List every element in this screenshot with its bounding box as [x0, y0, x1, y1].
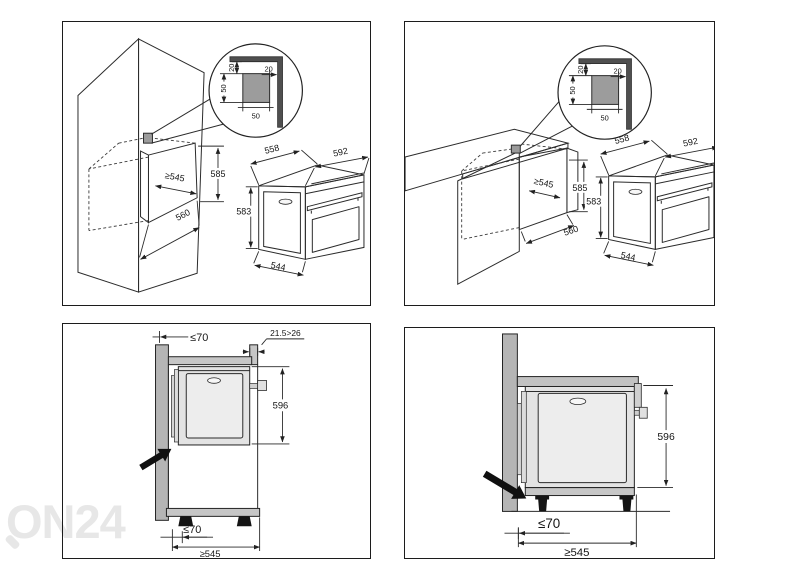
door-glass-window [661, 196, 710, 243]
dim-niche-height: 585 [572, 183, 587, 193]
dim-oven-base-depth: 544 [620, 250, 637, 263]
cabinet-foot [178, 516, 194, 527]
oven-isometric: 558 592 583 544 [584, 133, 714, 267]
panel-tall-cabinet-niche: ≥545 585 560 20 20 [62, 21, 371, 306]
tall-cabinet-column [77, 37, 205, 293]
front-side-panel [155, 344, 169, 521]
door-handle-bar [306, 192, 363, 212]
dim-niche-depth: 560 [562, 224, 579, 238]
dim-bottom-clearance: ≤70 [538, 516, 560, 531]
corner-bracket-profile [229, 56, 283, 128]
under-counter-drawing: ≥545 585 560 20 [405, 45, 714, 285]
dim-niche-depth: 560 [174, 207, 192, 223]
dim-inset-gap-top: 20 [227, 64, 236, 72]
side-vent-slot [569, 397, 587, 406]
side-view-tall-drawing: ≤70 21.5>26 596 ≤70 ≥545 [139, 328, 305, 558]
door-handle-bar [656, 182, 713, 202]
oven-base [524, 487, 635, 497]
oven-isometric: 558 592 583 544 [234, 143, 370, 277]
dim-niche-width: ≥545 [164, 170, 185, 183]
niche-dimensions: ≥545 585 560 [139, 145, 228, 260]
dim-niche-width: ≥545 [533, 176, 554, 190]
oven-foot [538, 499, 548, 512]
oven-side-panel [185, 373, 244, 439]
control-panel-line [305, 181, 365, 195]
mounting-block [591, 75, 620, 105]
corner-bracket-location-marker [510, 144, 521, 154]
dim-inset-gap-top: 20 [576, 66, 585, 74]
dim-top-clearance: ≤70 [190, 332, 208, 344]
side-vent-slot [207, 377, 221, 384]
cabinet-foot [236, 516, 252, 527]
door-edge [520, 391, 527, 484]
rear-connection-knob [257, 380, 267, 391]
cabinet-base [165, 507, 261, 517]
panel-side-view-tall-unit: ≤70 21.5>26 596 ≤70 ≥545 [62, 323, 371, 559]
oven-side-seam [613, 181, 651, 245]
oven-foot [622, 499, 632, 512]
side-vent-slot [628, 188, 643, 195]
dim-oven-base-depth: 544 [270, 260, 287, 273]
dim-oven-width: 592 [332, 146, 349, 159]
clearance-dimensions: 596 ≤70 ≥545 [504, 385, 678, 558]
niche-dimensions: ≥545 585 560 [520, 159, 590, 244]
corner-bracket-location-marker [143, 132, 153, 144]
corner-bracket-profile [578, 58, 632, 130]
rear-trim [633, 383, 642, 408]
top-shelf [167, 356, 253, 366]
oven-side-seam [263, 191, 301, 254]
dim-oven-height: 596 [273, 399, 289, 410]
side-vent-slot [278, 198, 293, 205]
dim-min-width: ≥545 [564, 547, 589, 558]
dim-oven-height: 596 [657, 432, 675, 443]
door-edge [174, 369, 179, 443]
door-front-strip [171, 375, 175, 438]
control-panel-line [655, 171, 714, 185]
door-glass-window [311, 206, 360, 253]
dim-niche-height: 585 [211, 169, 226, 179]
insertion-arrow-icon [482, 470, 527, 499]
dim-inset-block-width: 50 [252, 111, 260, 120]
dim-inset-gap-side: 20 [264, 65, 272, 74]
mounting-block [242, 73, 271, 103]
dim-inset-block-height: 50 [219, 84, 228, 92]
dim-oven-depth: 558 [613, 133, 630, 146]
on24-watermark: ON24 [4, 495, 126, 551]
corner-detail-balloon: 20 20 50 50 [151, 43, 303, 144]
corner-detail-balloon: 20 20 50 50 [519, 45, 652, 154]
worktop [516, 376, 639, 387]
oven-side-view [517, 383, 648, 512]
dim-min-width: ≥545 [200, 548, 221, 558]
clearance-dimensions: ≤70 21.5>26 596 ≤70 ≥545 [152, 328, 305, 558]
side-view-counter-drawing: 596 ≤70 ≥545 [482, 333, 678, 558]
oven-side-panel [537, 392, 627, 484]
rear-connection-knob [638, 406, 648, 419]
dim-oven-width: 592 [682, 136, 699, 149]
dim-inset-block-height: 50 [568, 86, 577, 94]
dim-oven-height: 583 [236, 207, 251, 217]
dim-oven-depth: 558 [263, 143, 280, 156]
dim-bottom-clearance: ≤70 [183, 524, 201, 536]
dim-inset-block-width: 50 [601, 113, 609, 122]
tall-cabinet-drawing: ≥545 585 560 20 20 [77, 37, 370, 293]
panel-under-counter-niche: ≥545 585 560 20 [404, 21, 715, 306]
watermark-text: ON24 [6, 495, 126, 548]
dim-inset-gap-side: 20 [613, 67, 621, 76]
dim-rear-gap: 21.5>26 [270, 328, 301, 338]
panel-side-view-under-counter: 596 ≤70 ≥545 [404, 327, 715, 559]
worktop-and-cabinet [405, 128, 579, 285]
door-front-strip [517, 402, 522, 476]
insertion-arrow-icon [139, 448, 172, 471]
oven-side-view [171, 366, 267, 446]
dim-oven-height: 583 [586, 197, 601, 207]
